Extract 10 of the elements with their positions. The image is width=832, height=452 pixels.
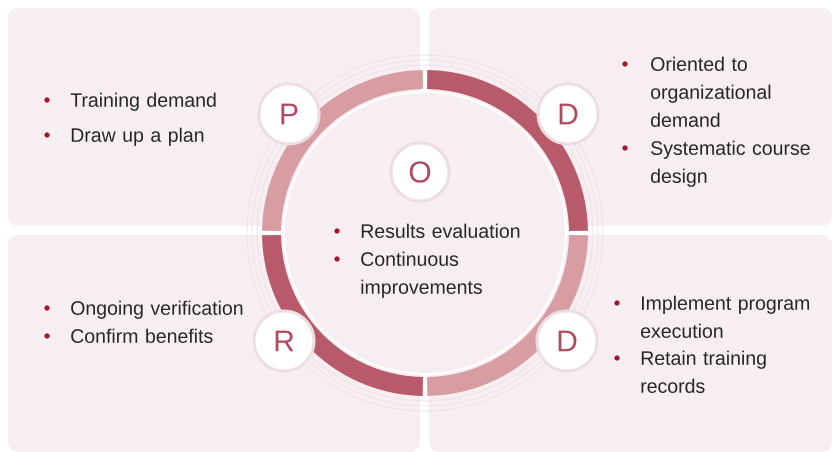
- bullet-item: Draw up a plan: [44, 128, 204, 146]
- bullet-item: Training demand: [44, 92, 216, 111]
- bullet-item: Confirm benefits: [44, 328, 213, 343]
- bullet-item: Systematic course design: [622, 140, 810, 187]
- bullet-item: Ongoing verification: [44, 300, 242, 319]
- bullet-item: Retain training records: [614, 350, 766, 393]
- bullet-item: Results evaluation: [334, 224, 520, 238]
- bullet-item: Implement program execution: [614, 296, 810, 338]
- bullet-item: Continuous improvements: [334, 252, 482, 298]
- bullet-item: Oriented to organizational demand: [622, 56, 770, 127]
